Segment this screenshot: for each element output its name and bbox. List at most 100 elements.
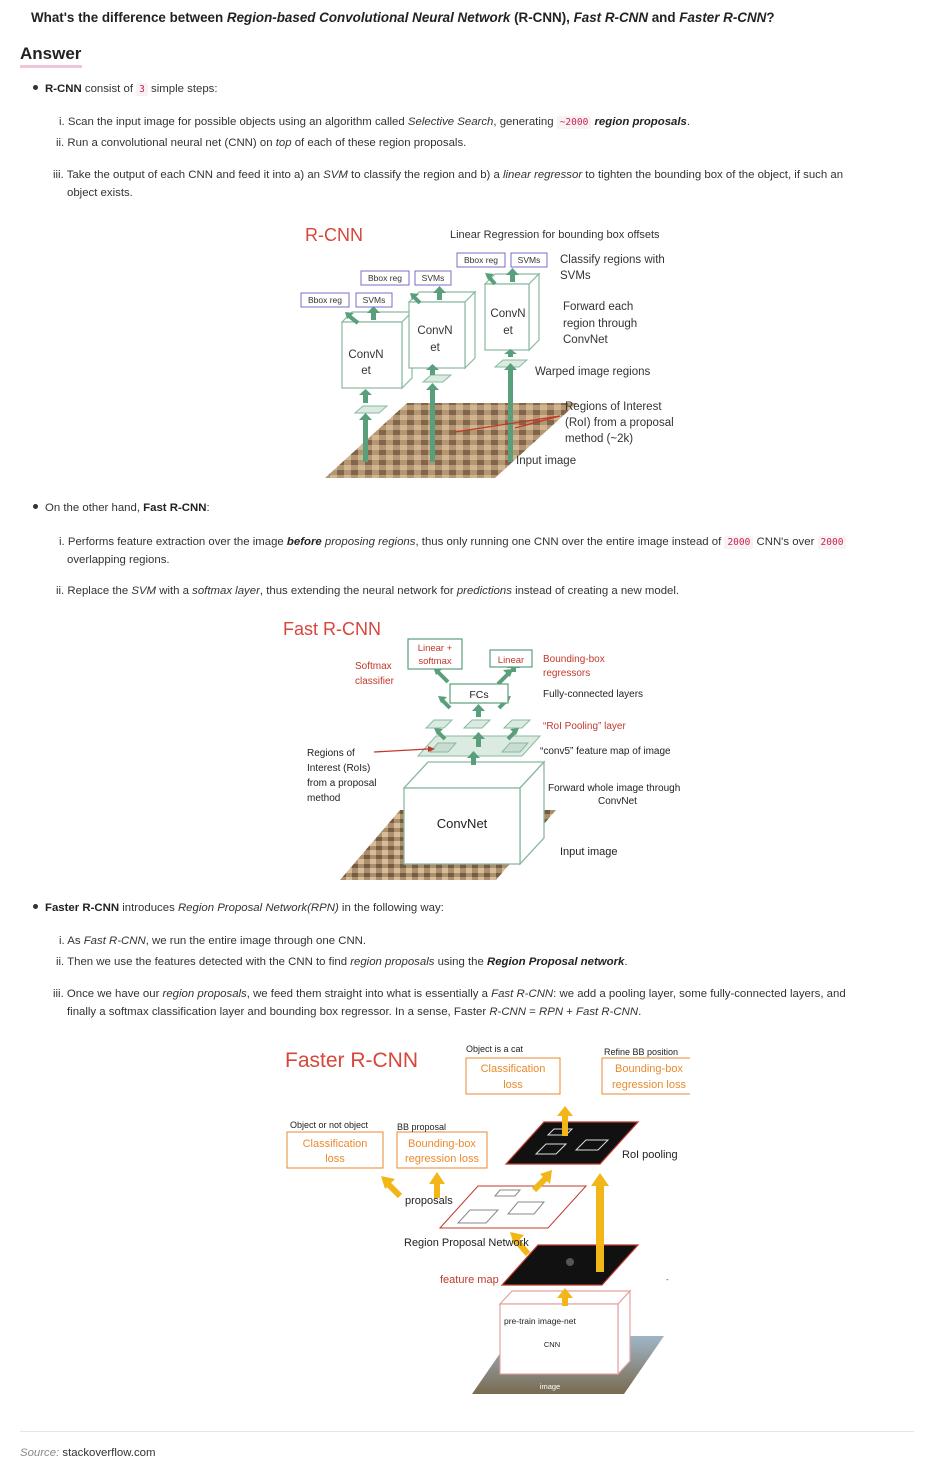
answer-underline [20,65,82,68]
regions-label-a: Regions of [307,748,355,759]
pretrain-label: pre-train image-net [504,1316,576,1326]
regions-pointer-arrow [428,746,435,752]
faster-step-3-cont: finally a softmax classification layer a… [67,1006,642,1018]
fcs-label: FCs [469,689,488,701]
bbox-reg-box-3 [456,252,506,268]
object-not-label: Object or not object [290,1120,369,1130]
fast-rcnn-figure-title: Fast R-CNN [283,619,381,639]
fcs-box [449,683,509,704]
fast-step-2: ii. Replace the SVM with a softmax layer… [56,585,680,597]
svms-label-3: SVMs [518,255,541,265]
bbox-reg-box-2 [360,270,410,286]
fast-step-1-cont: overlapping regions. [67,554,170,566]
warped-region-1 [353,405,389,414]
class-loss-mid-b: loss [325,1153,345,1165]
source-line: Source: stackoverflow.com [20,1447,156,1459]
linear-regression-label: Linear Regression for bounding box offse… [450,229,660,241]
svms-box-2 [414,270,452,286]
convnet-2-label-a: ConvN [417,325,452,337]
classify-label-b: SVMs [560,270,591,282]
convnet-3-label-b: et [503,325,513,337]
answer-heading: Answer [20,44,82,63]
class-loss-top-b: loss [503,1079,523,1091]
class-loss-top-a: Classification [481,1063,546,1075]
stray-dash: - [666,1275,669,1284]
regions-label-d: method [307,793,340,804]
roi-label-c: method (~2k) [565,433,633,445]
convnet-1-label-b: et [361,365,371,377]
refine-bb-label: Refine BB position [604,1047,678,1057]
footer-divider [20,1431,914,1432]
input-image-label: Input image [516,455,576,467]
rcnn-diagram: ConvN et ConvN et ConvN et Bbox reg [300,225,674,478]
proposals-label: proposals [405,1195,453,1207]
convnet-box-2 [407,290,477,370]
linear-softmax-box [407,638,463,670]
linear-softmax-label-a: Linear + [418,643,453,654]
class-loss-mid-a: Classification [303,1138,368,1150]
bbox-reg-label-1: Bbox reg [308,295,342,305]
forward-label-a: Forward whole image through [548,783,680,794]
bullet-fast-rcnn: On the other hand, Fast R-CNN: [33,502,210,514]
faster-step-1: i. As Fast R-CNN, we run the entire imag… [59,935,367,947]
linear-softmax-label-b: softmax [418,656,452,667]
roi-pooling-label: “RoI Pooling” layer [543,721,626,732]
classify-label-a: Classify regions with [560,254,665,266]
convnet-box [402,760,546,866]
cnn-box [498,1289,632,1376]
bbox-reg-label-3: Bbox reg [464,255,498,265]
bbox-reg-label-2: Bbox reg [368,273,402,283]
faster-step-3: iii. Once we have our region proposals, … [53,988,846,1000]
faster-step-2: ii. Then we use the features detected wi… [56,956,628,968]
rcnn-step-2: ii. Run a convolutional neural net (CNN)… [56,137,467,149]
cnn-label: CNN [544,1340,560,1349]
rcnn-up-arrows [359,268,519,462]
conv5-label: “conv5” feature map of image [540,746,671,757]
rcnn-step-3-cont: object exists. [67,187,133,199]
roi-pointer-arrows [454,415,561,433]
roi-pool-1 [424,719,454,729]
fast-step-1: i. Performs feature extraction over the … [59,533,847,552]
input-image-plane [325,403,577,478]
rpn-label: Region Proposal Network [404,1237,529,1249]
rcnn-step-1: i. Scan the input image for possible obj… [59,116,691,129]
image-label: image [540,1382,560,1391]
faster-rcnn-diagram: image pre-train image-net CNN Classifica… [285,1044,690,1394]
classification-loss-box-top [465,1057,561,1095]
roi-pooling-label: RoI pooling [622,1149,678,1161]
warped-region-2 [421,374,453,383]
fc-layers-label: Fully-connected layers [543,689,643,700]
bbox-reg-box-1 [300,292,350,308]
bullet-faster-rcnn: Faster R-CNN introduces Region Proposal … [33,902,444,914]
object-cat-label: Object is a cat [466,1044,524,1054]
convnet-label: ConvNet [437,816,488,831]
roi-pool-2 [462,719,492,729]
convnet-1-label-a: ConvN [348,349,383,361]
regions-label-c: from a proposal [307,778,376,789]
regions-label-b: Interest (RoIs) [307,763,370,774]
svms-label-1: SVMs [363,295,386,305]
bb-loss-top-a: Bounding-box [615,1063,683,1075]
forward-label-b: ConvNet [598,796,637,807]
bb-loss-top-b: regression loss [612,1079,686,1091]
classification-loss-box-mid [286,1131,384,1169]
svms-box-3 [510,252,548,268]
rcnn-diag-arrows [345,273,497,325]
bbox-loss-box-mid [396,1131,488,1169]
svms-label-2: SVMs [422,273,445,283]
linear-label: Linear [498,655,524,666]
faster-rcnn-figure-title: Faster R-CNN [285,1049,418,1072]
bullet-rcnn: R-CNN consist of 3 simple steps: [33,83,218,96]
feature-map-label: feature map [440,1274,499,1286]
roi-pooling-plane [504,1121,640,1165]
warped-label: Warped image regions [535,366,651,378]
rcnn-step-3: iii. Take the output of each CNN and fee… [53,169,844,181]
roi-label-a: Regions of Interest [565,401,662,413]
bb-proposal-label: BB proposal [397,1122,446,1132]
question-title: What's the difference between Region-bas… [31,10,775,25]
faster-diag-arrows [381,1170,552,1256]
bb-loss-mid-a: Bounding-box [408,1138,476,1150]
softmax-label-b: classifier [355,676,395,687]
bbreg-label-a: Bounding-box [543,654,605,665]
bb-loss-mid-b: regression loss [405,1153,479,1165]
